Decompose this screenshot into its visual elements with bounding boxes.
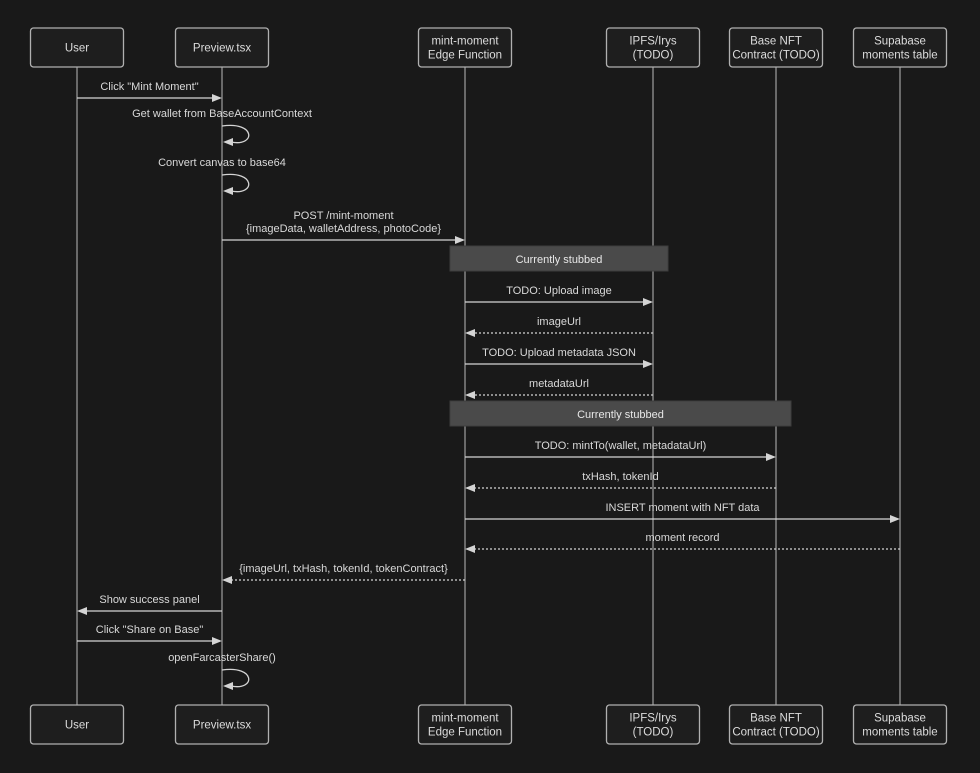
message-solid-5: TODO: Upload image bbox=[465, 285, 653, 306]
participant-box bbox=[29, 704, 125, 745]
arrowhead-icon bbox=[890, 515, 900, 523]
participant-box bbox=[728, 27, 824, 68]
message-solid-10: TODO: mintTo(wallet, metadataUrl) bbox=[465, 440, 776, 461]
message-dashed-6: imageUrl bbox=[465, 316, 653, 337]
arrowhead-icon bbox=[643, 360, 653, 368]
participant-label: Preview.tsx bbox=[193, 43, 251, 55]
message-self-1: Get wallet from BaseAccountContext bbox=[132, 108, 312, 146]
note-box bbox=[449, 245, 669, 272]
self-message-loop bbox=[221, 668, 250, 688]
participant-label: Preview.tsx bbox=[193, 720, 251, 732]
participant-box bbox=[605, 704, 701, 745]
message-label: INSERT moment with NFT data bbox=[605, 502, 760, 514]
message-self-17: openFarcasterShare() bbox=[168, 652, 276, 690]
participant-label: User bbox=[65, 720, 89, 732]
message-label: Click "Mint Moment" bbox=[100, 81, 198, 93]
participant-bottom-preview: Preview.tsx bbox=[174, 704, 270, 745]
participant-bottom-user: User bbox=[29, 704, 125, 745]
arrowhead-icon bbox=[465, 391, 475, 399]
arrowhead-icon bbox=[455, 236, 465, 244]
message-label: Get wallet from BaseAccountContext bbox=[132, 108, 312, 120]
arrowhead-icon bbox=[465, 329, 475, 337]
message-label: Show success panel bbox=[99, 594, 199, 606]
message-solid-16: Click "Share on Base" bbox=[77, 624, 222, 645]
message-dashed-14: {imageUrl, txHash, tokenId, tokenContrac… bbox=[222, 563, 465, 584]
participant-box bbox=[852, 27, 948, 68]
arrowhead-icon bbox=[766, 453, 776, 461]
participant-box bbox=[29, 27, 125, 68]
arrowhead-icon bbox=[223, 187, 233, 195]
message-label: {imageData, walletAddress, photoCode} bbox=[246, 223, 441, 235]
participant-label: IPFS/Irys(TODO) bbox=[629, 713, 677, 739]
message-label: txHash, tokenId bbox=[582, 471, 658, 483]
participant-box bbox=[852, 704, 948, 745]
participant-box bbox=[728, 704, 824, 745]
message-label: Convert canvas to base64 bbox=[158, 157, 286, 169]
message-label: TODO: Upload image bbox=[506, 285, 612, 297]
arrowhead-icon bbox=[223, 138, 233, 146]
message-solid-0: Click "Mint Moment" bbox=[77, 81, 222, 102]
message-label: TODO: Upload metadata JSON bbox=[482, 347, 636, 359]
participant-bottom-ipfs: IPFS/Irys(TODO) bbox=[605, 704, 701, 745]
participant-box bbox=[605, 27, 701, 68]
message-solid-7: TODO: Upload metadata JSON bbox=[465, 347, 653, 368]
note-label: Currently stubbed bbox=[516, 254, 603, 266]
message-solid-3: POST /mint-moment{imageData, walletAddre… bbox=[222, 210, 465, 244]
participant-box bbox=[417, 704, 513, 745]
message-label: TODO: mintTo(wallet, metadataUrl) bbox=[535, 440, 707, 452]
message-label: imageUrl bbox=[537, 316, 581, 328]
message-solid-12: INSERT moment with NFT data bbox=[465, 502, 900, 523]
participant-box bbox=[174, 27, 270, 68]
arrowhead-icon bbox=[223, 682, 233, 690]
arrowhead-icon bbox=[212, 637, 222, 645]
message-label: metadataUrl bbox=[529, 378, 589, 390]
message-self-2: Convert canvas to base64 bbox=[158, 157, 286, 195]
note-label: Currently stubbed bbox=[577, 409, 664, 421]
participant-box bbox=[174, 704, 270, 745]
participant-box bbox=[417, 27, 513, 68]
message-label: openFarcasterShare() bbox=[168, 652, 276, 664]
message-label: Click "Share on Base" bbox=[96, 624, 204, 636]
participant-label: User bbox=[65, 43, 89, 55]
note-currently-stubbed-4: Currently stubbed bbox=[449, 245, 669, 272]
message-dashed-8: metadataUrl bbox=[465, 378, 653, 399]
self-message-loop bbox=[221, 173, 250, 193]
arrowhead-icon bbox=[465, 484, 475, 492]
note-currently-stubbed-9: Currently stubbed bbox=[449, 400, 792, 427]
arrowhead-icon bbox=[212, 94, 222, 102]
participant-label: IPFS/Irys(TODO) bbox=[629, 36, 677, 62]
message-label: POST /mint-moment bbox=[293, 210, 393, 222]
participant-top-ipfs: IPFS/Irys(TODO) bbox=[605, 27, 701, 68]
note-box bbox=[449, 400, 792, 427]
participant-top-preview: Preview.tsx bbox=[174, 27, 270, 68]
arrowhead-icon bbox=[465, 545, 475, 553]
arrowhead-icon bbox=[643, 298, 653, 306]
message-label: {imageUrl, txHash, tokenId, tokenContrac… bbox=[239, 563, 448, 575]
participant-top-user: User bbox=[29, 27, 125, 68]
message-solid-15: Show success panel bbox=[77, 594, 222, 615]
arrowhead-icon bbox=[77, 607, 87, 615]
message-dashed-13: moment record bbox=[465, 532, 900, 553]
message-label: moment record bbox=[646, 532, 720, 544]
message-dashed-11: txHash, tokenId bbox=[465, 471, 776, 492]
self-message-loop bbox=[221, 124, 250, 144]
arrowhead-icon bbox=[222, 576, 232, 584]
